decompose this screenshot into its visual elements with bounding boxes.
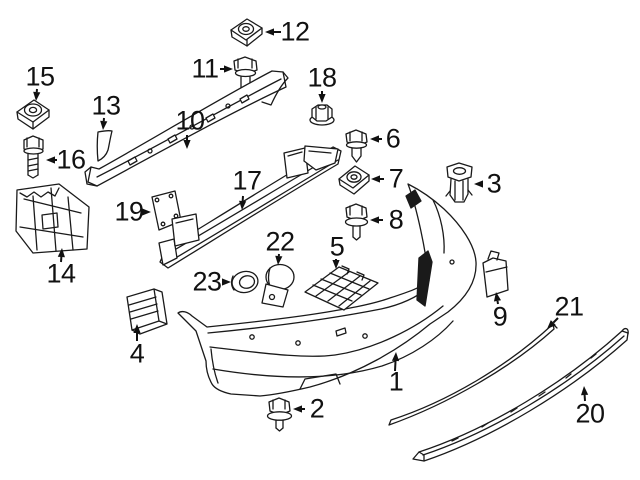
part-13-cover-wedge xyxy=(96,129,113,162)
callout-arrow-9 xyxy=(496,300,499,305)
callout-23[interactable]: 23 xyxy=(192,266,222,297)
callout-arrowhead-7 xyxy=(371,175,380,183)
callout-arrowhead-5 xyxy=(332,260,340,269)
part-9-tow-hook-cover xyxy=(482,250,509,298)
callout-10[interactable]: 10 xyxy=(175,105,205,136)
callout-12[interactable]: 12 xyxy=(280,16,310,47)
callout-arrowhead-22 xyxy=(275,255,283,265)
callout-arrowhead-23 xyxy=(222,278,231,286)
callout-arrow-1 xyxy=(394,360,397,372)
callout-3[interactable]: 3 xyxy=(486,168,502,199)
callout-arrowhead-10 xyxy=(183,140,191,149)
callout-arrowhead-12 xyxy=(265,28,274,36)
part-23-sensor-grommet xyxy=(230,270,259,294)
part-3-expansion-nut xyxy=(445,162,473,203)
callout-arrowhead-13 xyxy=(100,120,108,130)
callout-20[interactable]: 20 xyxy=(575,398,605,429)
part-1-bumper-cover xyxy=(177,183,477,397)
callout-8[interactable]: 8 xyxy=(388,204,404,235)
part-14-side-support-bracket xyxy=(15,183,90,254)
callout-arrowhead-6 xyxy=(370,135,379,143)
callout-arrowhead-9 xyxy=(493,292,502,302)
callout-arrowhead-2 xyxy=(293,405,302,413)
callout-arrowhead-17 xyxy=(239,200,247,210)
callout-17[interactable]: 17 xyxy=(232,165,262,196)
callout-arrowhead-8 xyxy=(370,216,379,224)
part-18-flange-nut xyxy=(309,104,335,126)
callout-18[interactable]: 18 xyxy=(307,62,337,93)
part-16-hex-bolt xyxy=(23,135,44,179)
callout-arrowhead-11 xyxy=(224,65,233,73)
callout-11[interactable]: 11 xyxy=(191,53,219,84)
callout-22[interactable]: 22 xyxy=(265,226,295,257)
part-12-clip-nut xyxy=(230,18,263,47)
callout-arrowhead-19 xyxy=(142,208,151,216)
part-22-park-distance-sensor xyxy=(261,263,295,308)
part-17-impact-bar xyxy=(158,145,342,269)
part-8-hex-bolt xyxy=(344,203,369,241)
callout-14[interactable]: 14 xyxy=(46,258,76,289)
callout-6[interactable]: 6 xyxy=(385,123,401,154)
callout-15[interactable]: 15 xyxy=(25,61,55,92)
callout-4[interactable]: 4 xyxy=(129,338,145,369)
part-5-guide-tray xyxy=(304,265,379,311)
callout-19[interactable]: 19 xyxy=(114,196,144,227)
callout-7[interactable]: 7 xyxy=(388,163,404,194)
callout-2[interactable]: 2 xyxy=(309,393,325,424)
callout-arrowhead-18 xyxy=(318,94,326,103)
callout-arrowhead-20 xyxy=(581,386,589,396)
callout-arrowhead-3 xyxy=(474,180,483,188)
part-6-screw xyxy=(345,129,368,163)
callout-13[interactable]: 13 xyxy=(91,90,121,121)
callout-arrowhead-15 xyxy=(33,91,41,101)
part-20-lower-trim-strip xyxy=(412,327,629,462)
callout-1[interactable]: 1 xyxy=(388,366,404,397)
part-11-hex-bolt xyxy=(233,56,258,93)
callout-arrowhead-1 xyxy=(391,352,400,362)
part-7-clip-nut xyxy=(338,165,370,195)
part-15-clip-nut xyxy=(16,99,50,130)
callout-arrowhead-14 xyxy=(57,248,65,258)
part-10-bumper-carrier xyxy=(84,70,289,187)
callout-9[interactable]: 9 xyxy=(492,301,508,332)
callout-arrow-21 xyxy=(552,317,559,324)
callout-16[interactable]: 16 xyxy=(56,144,86,175)
callout-arrowhead-16 xyxy=(46,156,55,164)
callout-arrowhead-21 xyxy=(547,320,556,329)
callout-21[interactable]: 21 xyxy=(554,291,584,322)
callout-5[interactable]: 5 xyxy=(329,231,345,262)
part-2-hex-bolt xyxy=(266,397,293,432)
callout-arrowhead-4 xyxy=(133,324,141,333)
